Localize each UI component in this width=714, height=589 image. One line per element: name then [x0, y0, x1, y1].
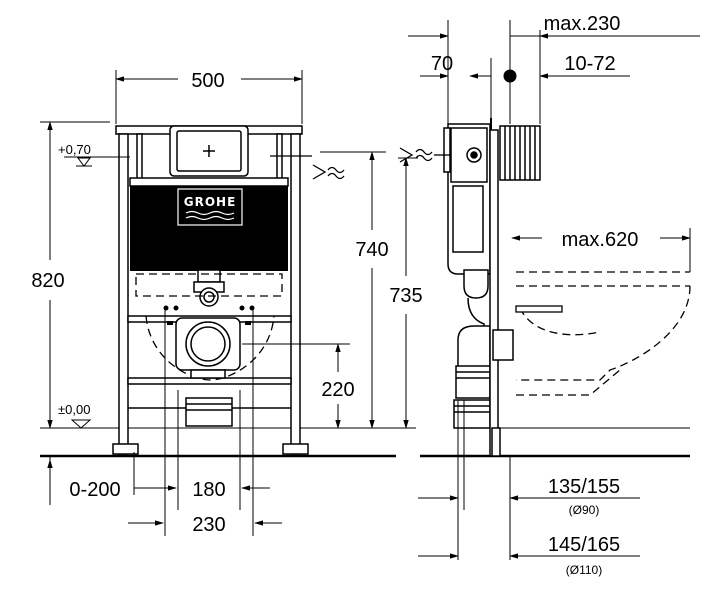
bowl-outline-front: [135, 273, 283, 381]
side-dimension-lines: [408, 20, 700, 560]
dimension-labels: 500 820 +0,70 ±0,00 740 735 220 0-200 18…: [31, 13, 638, 577]
flush-plate: [169, 125, 249, 177]
flush-pipe: [193, 269, 225, 307]
label-pipe-small: 135/155: [548, 476, 620, 498]
label-dim-70: 70: [431, 53, 453, 75]
label-height-740: 740: [355, 239, 388, 261]
label-height-820: 820: [31, 270, 64, 292]
label-width-180: 180: [192, 479, 225, 501]
label-max-230: max.230: [544, 13, 621, 35]
brand-logo: GROHE: [184, 195, 237, 209]
label-pipe-large-diameter: (Ø110): [566, 563, 602, 577]
label-pipe-small-diameter: (Ø90): [569, 503, 600, 517]
label-level-upper: +0,70: [58, 142, 91, 157]
cistern: GROHE: [129, 177, 289, 271]
label-height-735: 735: [389, 285, 422, 307]
bowl-outline-side: [516, 271, 691, 396]
label-level-floor: ±0,00: [58, 402, 90, 417]
label-height-220: 220: [321, 379, 354, 401]
label-offset-0-200: 0-200: [69, 479, 120, 501]
water-inlet-side: [399, 147, 450, 163]
label-width-230: 230: [192, 514, 225, 536]
label-pipe-large: 145/165: [548, 534, 620, 556]
water-inlet-front: [270, 155, 345, 180]
seat-side: [515, 305, 563, 313]
fixing-bolts: [163, 305, 255, 325]
front-dimension-lines: [40, 70, 418, 536]
wall-plate-side: [491, 427, 501, 457]
label-width-500: 500: [191, 70, 224, 92]
label-dim-10-72: 10-72: [564, 53, 615, 75]
waste-pipe: [175, 317, 241, 427]
label-max-620: max.620: [562, 229, 639, 251]
